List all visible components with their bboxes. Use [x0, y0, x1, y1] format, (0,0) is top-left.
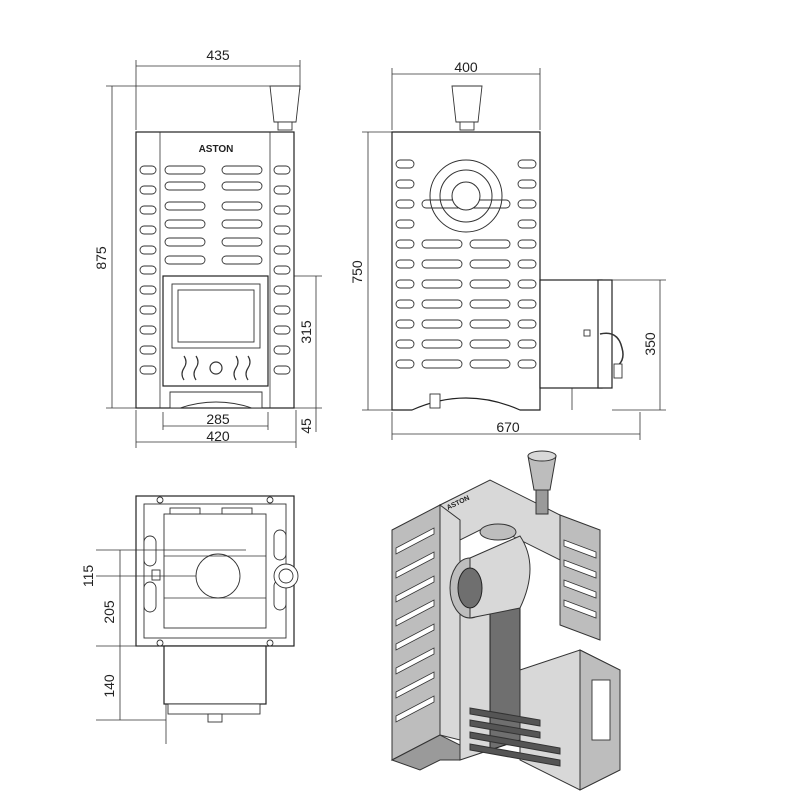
dim-label-top-205: 205	[101, 600, 117, 624]
top-tunnel	[163, 645, 267, 705]
iso-grate	[469, 707, 561, 767]
dim-label-foot-height: 45	[298, 418, 314, 434]
brand-logo: ASTON	[199, 144, 234, 155]
dim-label-side-width-top: 400	[454, 59, 478, 75]
side-view: 400 750 350 60 670	[349, 59, 666, 440]
dim-label-top-115: 115	[80, 565, 96, 588]
chimney-pipe	[269, 85, 301, 123]
front-view: 435 875 315 45 285 420 ASTON	[93, 47, 322, 448]
tunnel-extension	[539, 279, 603, 389]
iso-right-slots	[563, 539, 597, 619]
dim-label-depth: 670	[496, 419, 520, 435]
dim-label-door-width: 285	[206, 411, 230, 427]
heat-exchanger-body	[469, 535, 531, 619]
dim-label-front-width-top: 435	[206, 47, 230, 63]
flue-opening	[195, 553, 241, 599]
isometric-cutaway: ASTON	[390, 450, 621, 791]
stove-body-side	[391, 131, 541, 411]
dim-label-top-140: 140	[101, 674, 117, 698]
iso-tunnel-door	[591, 679, 611, 741]
dim-label-door-height: 315	[298, 320, 314, 344]
dim-label-tunnel-height: 350	[642, 332, 658, 356]
door-vents	[181, 355, 251, 381]
side-slots	[395, 159, 537, 369]
dim-label-front-height: 875	[93, 246, 109, 270]
front-slots	[139, 165, 291, 375]
dim-label-side-height: 750	[349, 260, 365, 284]
top-view: 115 205 140	[80, 495, 299, 744]
side-chimney-pipe	[451, 85, 483, 123]
dim-label-front-width-bottom: 420	[206, 428, 230, 444]
flue-ring	[429, 159, 503, 233]
iso-left-slots	[395, 527, 435, 723]
ash-drawer	[169, 391, 263, 409]
